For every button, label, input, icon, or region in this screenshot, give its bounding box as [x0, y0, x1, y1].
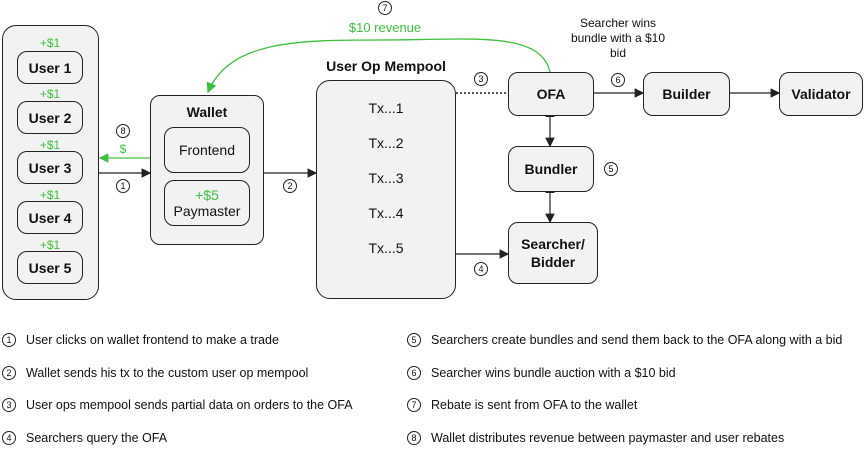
- user-3-box[interactable]: User 3: [17, 151, 83, 184]
- legend-marker-4: 4: [2, 431, 16, 445]
- mempool-container: [316, 80, 456, 299]
- legend-text-4: Searchers query the OFA: [26, 431, 168, 445]
- legend-text-2: Wallet sends his tx to the custom user o…: [26, 366, 309, 380]
- legend-item-5: 5 Searchers create bundles and send them…: [407, 333, 842, 347]
- user-4-box[interactable]: User 4: [17, 201, 83, 234]
- step-marker-1: 1: [116, 179, 130, 193]
- user-5-box[interactable]: User 5: [17, 251, 83, 284]
- legend-item-4: 4 Searchers query the OFA: [2, 431, 167, 445]
- legend-marker-2: 2: [2, 366, 16, 380]
- legend-text-7: Rebate is sent from OFA to the wallet: [431, 398, 638, 412]
- legend-marker-3: 3: [2, 398, 16, 412]
- tx-4: Tx...4: [368, 205, 404, 221]
- validator-box[interactable]: Validator: [779, 72, 863, 116]
- step-marker-3: 3: [474, 72, 488, 86]
- legend-text-8: Wallet distributes revenue between payma…: [431, 431, 785, 445]
- arrow-ofa-to-wallet-revenue: [206, 38, 551, 94]
- legend-marker-6: 6: [407, 366, 421, 380]
- frontend-box[interactable]: Frontend: [164, 127, 250, 173]
- legend-text-1: User clicks on wallet frontend to make a…: [26, 333, 279, 347]
- builder-box[interactable]: Builder: [643, 72, 730, 116]
- legend-item-1: 1 User clicks on wallet frontend to make…: [2, 333, 279, 347]
- tx-2: Tx...2: [368, 135, 404, 151]
- legend-text-6: Searcher wins bundle auction with a $10 …: [431, 366, 676, 380]
- legend-item-7: 7 Rebate is sent from OFA to the wallet: [407, 398, 637, 412]
- searcher-wins-annotation: Searcher wins bundle with a $10 bid: [570, 16, 666, 60]
- user-1-reward: +$1: [39, 36, 61, 50]
- step-marker-2: 2: [283, 179, 297, 193]
- wallet-title: Wallet: [186, 104, 228, 120]
- legend-item-3: 3 User ops mempool sends partial data on…: [2, 398, 353, 412]
- user-2-box[interactable]: User 2: [17, 101, 83, 134]
- tx-5: Tx...5: [368, 240, 404, 256]
- step-marker-8: 8: [116, 124, 130, 138]
- paymaster-reward: +$5: [195, 187, 219, 203]
- mempool-title: User Op Mempool: [326, 58, 446, 74]
- legend-item-8: 8 Wallet distributes revenue between pay…: [407, 431, 784, 445]
- step-marker-6: 6: [611, 73, 625, 87]
- tx-3: Tx...3: [368, 170, 404, 186]
- bundler-box[interactable]: Bundler: [508, 146, 594, 192]
- legend-marker-8: 8: [407, 431, 421, 445]
- legend-marker-5: 5: [407, 333, 421, 347]
- user-2-reward: +$1: [39, 87, 61, 101]
- revenue-label: $10 revenue: [348, 20, 422, 35]
- user-5-reward: +$1: [39, 238, 61, 252]
- wallet-dollar-label: $: [119, 142, 127, 156]
- paymaster-box[interactable]: +$5 Paymaster: [164, 180, 250, 226]
- searcher-bidder-box[interactable]: Searcher/ Bidder: [508, 222, 598, 284]
- tx-1: Tx...1: [368, 100, 404, 116]
- legend-marker-1: 1: [2, 333, 16, 347]
- user-1-box[interactable]: User 1: [17, 51, 83, 84]
- step-marker-7: 7: [378, 1, 392, 15]
- legend-marker-7: 7: [407, 398, 421, 412]
- legend-item-6: 6 Searcher wins bundle auction with a $1…: [407, 366, 676, 380]
- user-4-reward: +$1: [39, 188, 61, 202]
- ofa-box[interactable]: OFA: [508, 72, 594, 116]
- step-marker-5: 5: [604, 162, 618, 176]
- legend-text-5: Searchers create bundles and send them b…: [431, 333, 843, 347]
- user-3-reward: +$1: [39, 138, 61, 152]
- legend-text-3: User ops mempool sends partial data on o…: [26, 398, 353, 412]
- legend-item-2: 2 Wallet sends his tx to the custom user…: [2, 366, 308, 380]
- step-marker-4: 4: [474, 262, 488, 276]
- paymaster-label: Paymaster: [173, 203, 241, 219]
